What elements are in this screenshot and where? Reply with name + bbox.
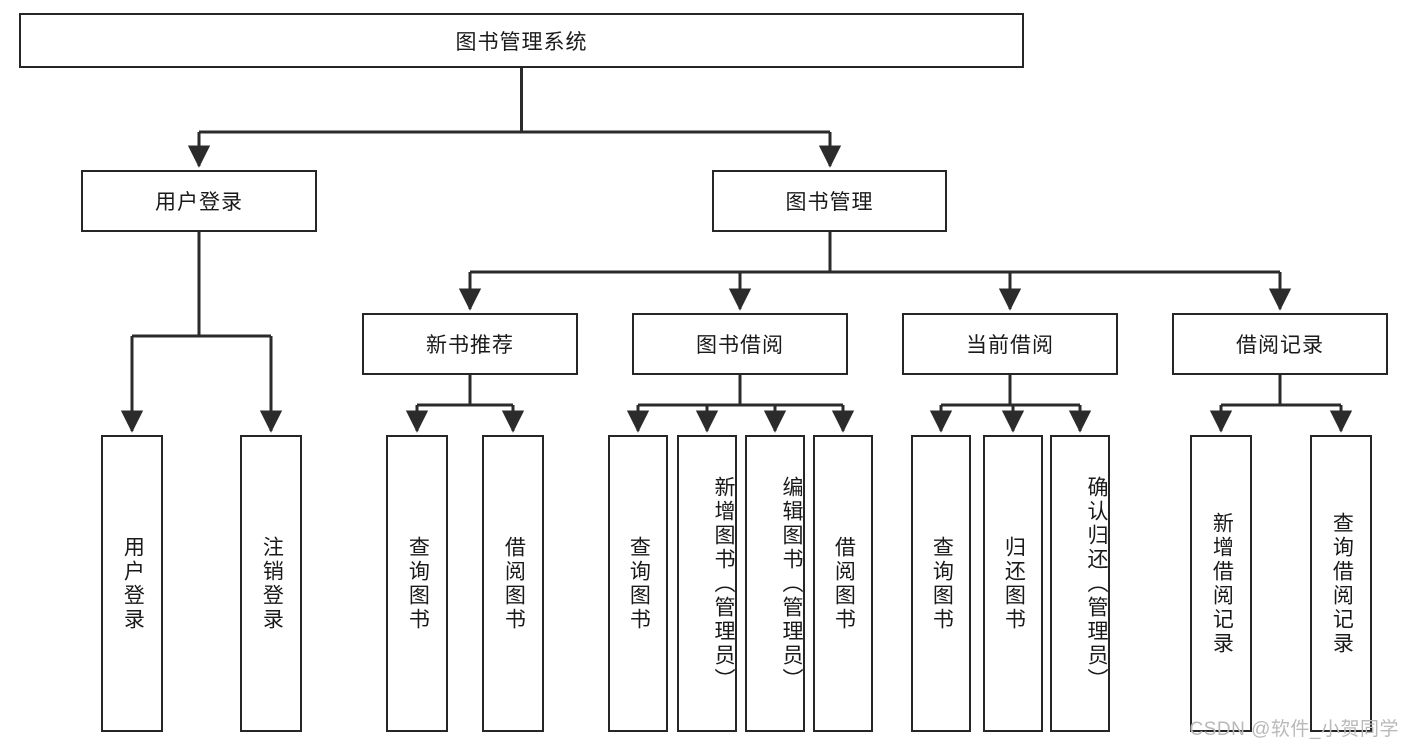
leaf-edit-book-admin[interactable]: 编辑图书（管理员）: [745, 435, 805, 732]
leaf-query-borrow-record[interactable]: 查询借阅记录: [1310, 435, 1372, 732]
leaf-query-book-3[interactable]: 查询图书: [911, 435, 971, 732]
node-root[interactable]: 图书管理系统: [19, 13, 1024, 68]
leaf-confirm-return-admin[interactable]: 确认归还（管理员）: [1050, 435, 1110, 732]
leaf-user-login[interactable]: 用户登录: [101, 435, 163, 732]
leaf-add-book-admin[interactable]: 新增图书（管理员）: [677, 435, 737, 732]
leaf-borrow-book-2[interactable]: 借阅图书: [813, 435, 873, 732]
leaf-query-book-2[interactable]: 查询图书: [608, 435, 668, 732]
leaf-logout[interactable]: 注销登录: [240, 435, 302, 732]
leaf-query-book-1[interactable]: 查询图书: [386, 435, 448, 732]
node-book-borrow[interactable]: 图书借阅: [632, 313, 848, 375]
leaf-return-book[interactable]: 归还图书: [983, 435, 1043, 732]
node-book-manage[interactable]: 图书管理: [712, 170, 947, 232]
node-borrow-record[interactable]: 借阅记录: [1172, 313, 1388, 375]
leaf-borrow-book-1[interactable]: 借阅图书: [482, 435, 544, 732]
csdn-watermark: CSDN @软件_小贺同学: [1189, 719, 1399, 740]
leaf-add-borrow-record[interactable]: 新增借阅记录: [1190, 435, 1252, 732]
node-current-borrow[interactable]: 当前借阅: [902, 313, 1118, 375]
node-user-login[interactable]: 用户登录: [81, 170, 317, 232]
node-new-book-recommend[interactable]: 新书推荐: [362, 313, 578, 375]
